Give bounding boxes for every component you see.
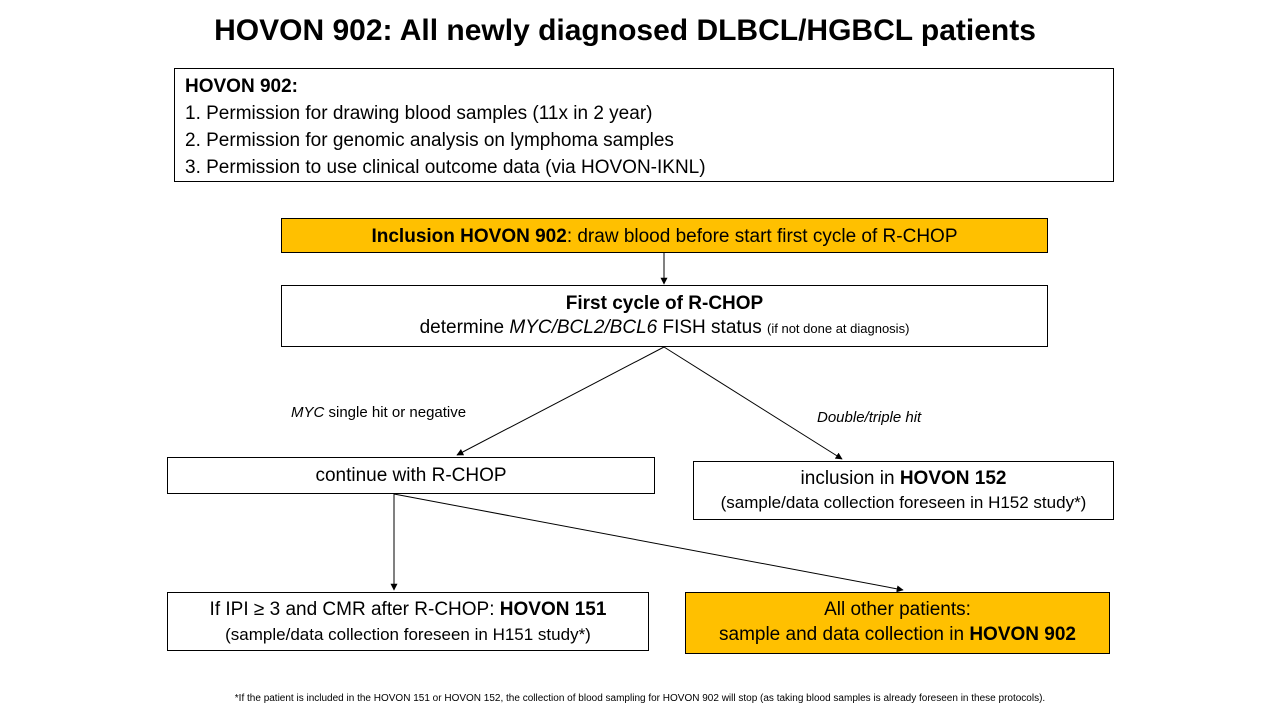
info-item-3: 3. Permission to use clinical outcome da… xyxy=(185,157,706,178)
hovon152-bold: HOVON 152 xyxy=(899,468,1007,489)
inclusion-bold: Inclusion HOVON 902 xyxy=(371,226,567,247)
first-cycle-prefix: determine xyxy=(419,317,510,338)
page-title: HOVON 902: All newly diagnosed DLBCL/HGB… xyxy=(214,14,1036,47)
branch-right-label: Double/triple hit xyxy=(817,409,921,426)
arrow-first-cycle-to-hovon152 xyxy=(663,346,843,460)
info-box: HOVON 902: 1. Permission for drawing blo… xyxy=(174,68,1114,182)
other-prefix: sample and data collection in xyxy=(719,624,970,645)
hovon151-sub: (sample/data collection foreseen in H151… xyxy=(225,625,591,644)
other-line1: All other patients: xyxy=(824,599,971,620)
arrow-first-cycle-to-continue xyxy=(456,346,665,456)
footnote: *If the patient is included in the HOVON… xyxy=(234,693,1046,704)
first-cycle-note: (if not done at diagnosis) xyxy=(767,321,910,336)
inclusion-rest: : draw blood before start first cycle of… xyxy=(566,226,958,247)
arrow-continue-to-other xyxy=(393,493,904,593)
hovon151-prefix: If IPI ≥ 3 and CMR after R-CHOP: xyxy=(209,599,500,620)
hovon152-box: inclusion in HOVON 152 (sample/data coll… xyxy=(693,461,1114,520)
other-bold: HOVON 902 xyxy=(969,624,1076,645)
other-patients-box: All other patients: sample and data coll… xyxy=(685,592,1110,654)
branch-left-italic: MYC xyxy=(291,404,325,421)
info-item-1: 1. Permission for drawing blood samples … xyxy=(185,103,653,124)
hovon152-sub: (sample/data collection foreseen in H152… xyxy=(720,493,1087,512)
first-cycle-genes: MYC/BCL2/BCL6 xyxy=(509,317,658,338)
first-cycle-middle: FISH status xyxy=(657,317,768,338)
first-cycle-box: First cycle of R-CHOP determine MYC/BCL2… xyxy=(281,285,1048,347)
info-heading: HOVON 902: xyxy=(185,76,298,97)
continue-box: continue with R-CHOP xyxy=(167,457,655,494)
branch-left-rest: single hit or negative xyxy=(324,404,467,421)
hovon152-prefix: inclusion in xyxy=(800,468,900,489)
branch-left-label: MYC single hit or negative xyxy=(291,404,466,421)
hovon151-bold: HOVON 151 xyxy=(499,599,607,620)
branch-right-text: Double/triple hit xyxy=(817,409,922,426)
first-cycle-heading: First cycle of R-CHOP xyxy=(565,293,764,314)
hovon151-box: If IPI ≥ 3 and CMR after R-CHOP: HOVON 1… xyxy=(167,592,649,651)
inclusion-box: Inclusion HOVON 902: draw blood before s… xyxy=(281,218,1048,253)
info-item-2: 2. Permission for genomic analysis on ly… xyxy=(185,130,674,151)
